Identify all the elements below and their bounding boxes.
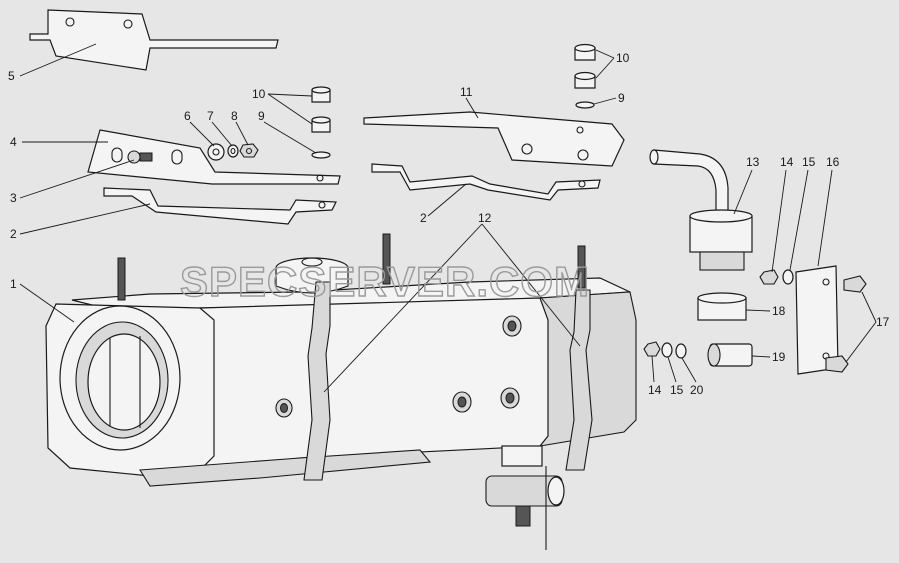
part-7-washer	[227, 144, 239, 158]
part-5-bracket	[29, 9, 279, 71]
callout-15-lower: 15	[670, 383, 684, 397]
leader-lines	[19, 43, 877, 393]
part-10-nuts-right	[574, 43, 596, 89]
callout-18: 18	[772, 304, 786, 318]
callout-9-left: 9	[258, 109, 265, 123]
callout-1: 1	[10, 277, 17, 291]
part-3-bolt	[127, 150, 153, 164]
part-1-tank	[45, 233, 637, 550]
callout-16: 16	[826, 155, 840, 169]
part-18-sleeve	[697, 292, 747, 321]
part-9-washer-left	[311, 151, 331, 159]
callout-10-left: 10	[252, 87, 266, 101]
part-14-nut-upper	[759, 269, 779, 285]
part-20-washer	[675, 343, 687, 359]
callout-5: 5	[8, 69, 15, 83]
callout-9-right: 9	[618, 91, 625, 105]
part-2-bracket-right	[371, 163, 601, 201]
callout-20: 20	[690, 383, 704, 397]
callout-13: 13	[746, 155, 760, 169]
callout-2-right: 2	[420, 211, 427, 225]
part-9-washer-right	[575, 101, 595, 109]
callout-2-left: 2	[10, 227, 17, 241]
callout-8: 8	[231, 109, 238, 123]
part-4-plate	[87, 129, 341, 185]
callout-17: 17	[876, 315, 890, 329]
part-19-clamp	[707, 343, 753, 367]
part-2-bracket-left	[103, 187, 337, 225]
callout-19: 19	[772, 350, 786, 364]
callout-labels: 5 4 3 2 1 6 7 8 9 10 11 2 12 10 9 13 14 …	[8, 51, 890, 397]
part-11-plate	[363, 111, 625, 167]
part-15-washer-upper	[782, 269, 794, 285]
part-14-nut-lower	[643, 341, 661, 357]
part-10-nuts-left	[311, 86, 331, 133]
callout-10-right: 10	[616, 51, 630, 65]
part-13-filter	[649, 149, 753, 271]
part-6-washer	[207, 143, 225, 161]
callout-3: 3	[10, 191, 17, 205]
part-8-nut	[239, 143, 259, 158]
part-17-bolts	[825, 275, 867, 373]
callout-12: 12	[478, 211, 492, 225]
callout-14-upper: 14	[780, 155, 794, 169]
watermark-text: SPECSERVER.COM	[180, 258, 590, 305]
part-15-washer-lower	[661, 342, 673, 358]
callout-4: 4	[10, 135, 17, 149]
callout-7: 7	[207, 109, 214, 123]
callout-11: 11	[460, 85, 473, 99]
callout-15-upper: 15	[802, 155, 816, 169]
callout-14-lower: 14	[648, 383, 662, 397]
callout-6: 6	[184, 109, 191, 123]
part-12-straps	[303, 281, 593, 481]
